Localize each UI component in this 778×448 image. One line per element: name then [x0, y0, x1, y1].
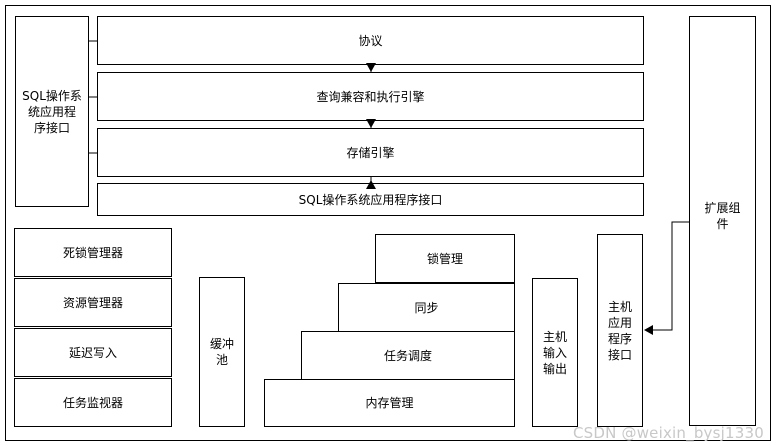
task-monitor-box: 任务监视器	[14, 378, 172, 427]
storage-engine-box: 存储引擎	[97, 128, 644, 177]
deadlock-manager-label: 死锁管理器	[62, 245, 123, 260]
query-engine-box: 查询兼容和执行引擎	[97, 72, 644, 121]
host-io-box: 主机 输入 输出	[532, 278, 578, 427]
synchronization-box: 同步	[338, 283, 515, 332]
extension-line1: 扩展组	[704, 201, 741, 215]
left-sql-api-line2: 统应用程	[27, 104, 76, 119]
host-io-label: 主机 输入 输出	[543, 329, 567, 377]
host-api-line1: 主机	[607, 299, 632, 314]
query-engine-label: 查询兼容和执行引擎	[316, 89, 425, 104]
extension-to-host-api-line	[652, 221, 689, 331]
host-api-line2: 应用	[607, 315, 632, 330]
host-api-box: 主机 应用 程序 接口	[597, 234, 643, 427]
protocol-label: 协议	[358, 33, 383, 48]
resource-manager-label: 资源管理器	[62, 295, 123, 310]
buffer-pool-label: 缓冲 池	[210, 336, 234, 368]
task-scheduling-box: 任务调度	[301, 331, 515, 380]
task-scheduling-label: 任务调度	[383, 348, 432, 363]
left-sql-api-box: SQL操作系 统应用程 序接口	[15, 16, 89, 207]
extension-label: 扩展组 件	[704, 200, 740, 232]
extension-box: 扩展组 件	[689, 16, 756, 426]
left-sql-api-line3: 序接口	[33, 120, 70, 135]
resource-manager-box: 资源管理器	[14, 278, 172, 327]
extension-to-host-api-head	[644, 325, 653, 335]
host-io-line3: 输出	[542, 361, 567, 376]
host-io-line1: 主机	[542, 329, 567, 344]
memory-management-box: 内存管理	[264, 379, 515, 427]
deadlock-manager-box: 死锁管理器	[14, 228, 172, 277]
left-sql-api-label: SQL操作系 统应用程 序接口	[22, 88, 82, 136]
csdn-watermark: CSDN @weixin_bysj1330	[572, 424, 764, 442]
sql-api-label: SQL操作系统应用程序接口	[298, 192, 443, 207]
arrow-api-storage-head	[366, 180, 376, 189]
arrow-query-storage-head	[366, 119, 376, 128]
buffer-pool-line2: 池	[215, 353, 228, 367]
task-monitor-label: 任务监视器	[62, 395, 123, 410]
lazy-writer-label: 延迟写入	[68, 345, 117, 360]
buffer-pool-line1: 缓冲	[209, 337, 234, 351]
lazy-writer-box: 延迟写入	[14, 328, 172, 377]
host-api-line3: 程序	[607, 331, 632, 346]
arrow-protocol-query-head	[366, 63, 376, 72]
extension-line2: 件	[716, 217, 729, 231]
lock-management-box: 锁管理	[375, 234, 515, 283]
host-api-line4: 接口	[607, 347, 632, 362]
buffer-pool-box: 缓冲 池	[199, 277, 245, 427]
synchronization-label: 同步	[414, 300, 439, 315]
storage-engine-label: 存储引擎	[346, 145, 395, 160]
host-io-line2: 输入	[542, 345, 567, 360]
lock-management-label: 锁管理	[426, 251, 463, 266]
left-sql-api-line1: SQL操作系	[22, 88, 82, 103]
memory-management-label: 内存管理	[365, 396, 414, 410]
host-api-label: 主机 应用 程序 接口	[608, 299, 632, 363]
